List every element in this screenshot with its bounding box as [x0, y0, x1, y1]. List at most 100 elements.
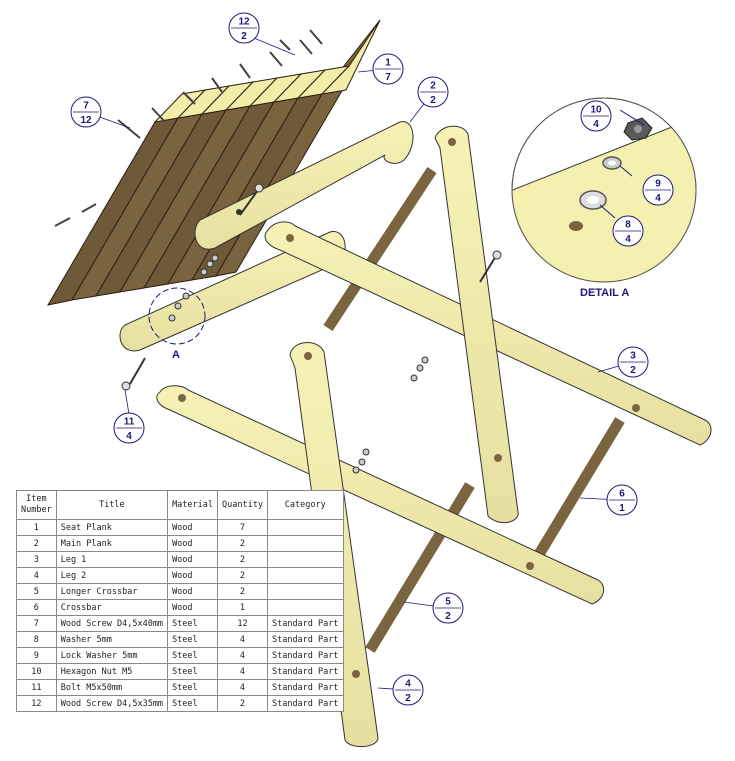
bom-cell-item-number: 10: [16, 663, 57, 680]
balloon-item-6: 61: [606, 484, 638, 516]
bom-cell-category: Standard Part: [266, 679, 344, 696]
balloon-item-7: 712: [70, 96, 102, 128]
bom-header-material: Material: [167, 490, 219, 520]
bom-cell-item-number: 12: [16, 695, 57, 712]
bom-cell-title: Lock Washer 5mm: [55, 647, 169, 664]
balloon-item-number: 11: [124, 417, 135, 428]
bom-cell-quantity: 4: [217, 647, 268, 664]
balloon-item-number: 5: [445, 597, 451, 608]
bom-cell-category: Standard Part: [266, 647, 344, 664]
bom-cell-quantity: 7: [217, 519, 268, 536]
balloon-quantity: 7: [385, 72, 391, 83]
balloon-item-number: 2: [430, 81, 436, 92]
bom-cell-material: Wood: [167, 551, 219, 568]
balloon-quantity: 2: [430, 95, 436, 106]
balloon-item-number: 6: [619, 489, 625, 500]
bom-cell-material: Steel: [167, 695, 219, 712]
bill-of-materials-table: Item Number Title Material Quantity Cate…: [16, 490, 344, 712]
bom-cell-material: Steel: [167, 615, 219, 632]
bom-header-row: Item Number Title Material Quantity Cate…: [16, 490, 344, 520]
bom-cell-title: Wood Screw D4,5x40mm: [55, 615, 169, 632]
balloon-item-3: 32: [617, 346, 649, 378]
bom-cell-material: Wood: [167, 599, 219, 616]
bom-cell-material: Wood: [167, 567, 219, 584]
balloon-item-9: 94: [642, 174, 674, 206]
bom-cell-quantity: 12: [217, 615, 268, 632]
bom-cell-title: Leg 2: [55, 567, 169, 584]
bom-cell-item-number: 2: [16, 535, 57, 552]
bom-cell-item-number: 1: [16, 519, 57, 536]
hex-nut-icon: [623, 117, 653, 141]
bom-cell-quantity: 1: [217, 599, 268, 616]
balloon-quantity: 2: [630, 365, 636, 376]
balloon-item-11: 114: [113, 412, 145, 444]
detail-marker: A: [148, 287, 206, 361]
lock-washer-icon: [602, 156, 622, 170]
leg-short-upper: [434, 125, 519, 524]
bom-cell-title: Seat Plank: [55, 519, 169, 536]
balloon-quantity: 1: [619, 503, 625, 514]
detail-marker-letter: A: [172, 349, 180, 361]
bom-cell-quantity: 4: [217, 663, 268, 680]
bom-cell-quantity: 4: [217, 679, 268, 696]
bom-cell-quantity: 4: [217, 631, 268, 648]
balloon-item-number: 10: [590, 105, 602, 116]
bom-cell-item-number: 3: [16, 551, 57, 568]
bom-cell-material: Steel: [167, 631, 219, 648]
bom-cell-item-number: 4: [16, 567, 57, 584]
bom-cell-item-number: 6: [16, 599, 57, 616]
bom-cell-category: Standard Part: [266, 695, 344, 712]
detail-view-label: DETAIL A: [580, 287, 629, 299]
bom-cell-title: Main Plank: [55, 535, 169, 552]
balloon-quantity: 2: [405, 693, 411, 704]
balloon-item-number: 4: [405, 679, 411, 690]
balloon-item-number: 1: [385, 58, 391, 69]
bom-cell-item-number: 5: [16, 583, 57, 600]
bom-cell-material: Wood: [167, 535, 219, 552]
bom-cell-category: [266, 583, 344, 600]
balloon-quantity: 2: [241, 31, 247, 42]
balloon-item-12: 122: [228, 12, 260, 44]
bom-header-quantity: Quantity: [217, 490, 268, 520]
balloon-quantity: 4: [126, 431, 132, 442]
balloon-item-number: 3: [630, 351, 636, 362]
bom-cell-category: [266, 519, 344, 536]
balloon-item-4: 42: [392, 674, 424, 706]
balloon-item-number: 12: [238, 17, 250, 28]
bom-cell-quantity: 2: [217, 583, 268, 600]
balloon-item-number: 8: [625, 220, 631, 231]
bom-cell-item-number: 9: [16, 647, 57, 664]
balloon-item-10: 104: [580, 100, 612, 132]
bom-cell-category: [266, 535, 344, 552]
bom-cell-quantity: 2: [217, 567, 268, 584]
balloon-quantity: 4: [625, 234, 631, 245]
bom-cell-title: Wood Screw D4,5x35mm: [55, 695, 169, 712]
bom-cell-title: Crossbar: [55, 599, 169, 616]
bolts-hardware: [121, 183, 502, 555]
bom-cell-title: Washer 5mm: [55, 631, 169, 648]
bom-header-title: Title: [55, 490, 169, 520]
leg-long-lower: [156, 385, 605, 605]
bom-cell-item-number: 7: [16, 615, 57, 632]
bom-cell-category: [266, 551, 344, 568]
bom-cell-title: Longer Crossbar: [55, 583, 169, 600]
washer-icon: [579, 190, 607, 210]
bom-cell-title: Leg 1: [55, 551, 169, 568]
balloon-item-number: 9: [655, 179, 661, 190]
bom-cell-material: Steel: [167, 663, 219, 680]
bom-cell-material: Wood: [167, 519, 219, 536]
bom-cell-category: [266, 599, 344, 616]
bom-cell-material: Wood: [167, 583, 219, 600]
bom-cell-title: Bolt M5x50mm: [55, 679, 169, 696]
balloon-item-number: 7: [83, 101, 89, 112]
